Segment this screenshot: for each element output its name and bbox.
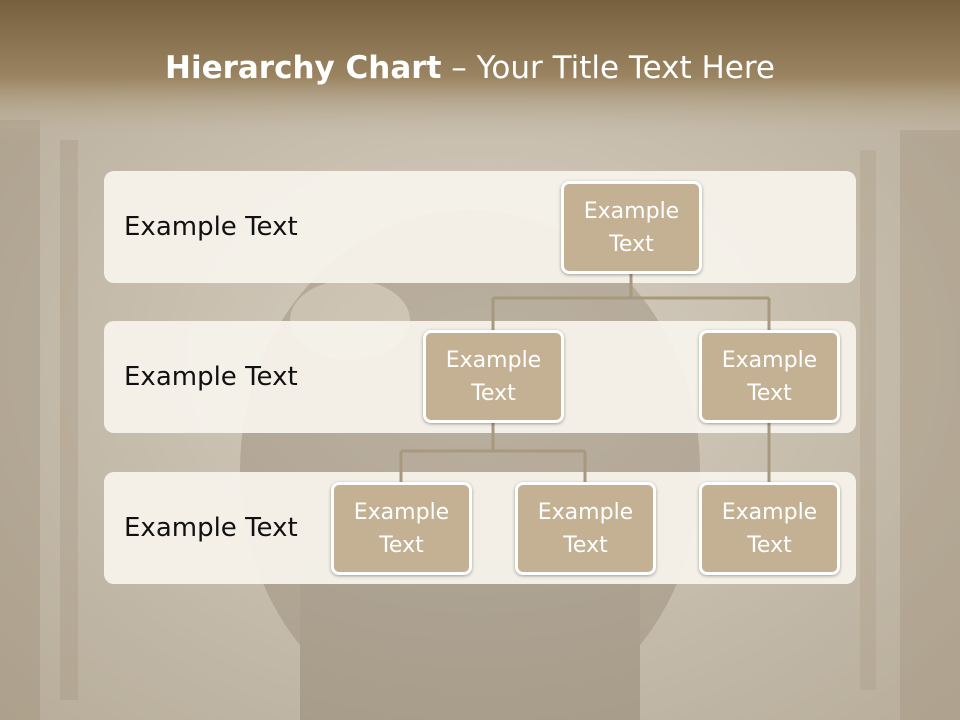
node-root: Example Text xyxy=(561,181,702,274)
title-rest: – Your Title Text Here xyxy=(441,50,775,86)
level-band-1: Example Text xyxy=(104,171,856,283)
node-level2-left: Example Text xyxy=(423,330,564,423)
node-level2-right-text: Example Text xyxy=(721,347,818,406)
node-level2-right: Example Text xyxy=(699,330,840,423)
band-label-2: Example Text xyxy=(124,362,298,392)
node-root-text: Example Text xyxy=(583,198,680,257)
node-level3-right: Example Text xyxy=(699,482,840,575)
node-level3-middle: Example Text xyxy=(515,482,656,575)
band-label-3: Example Text xyxy=(124,513,298,543)
node-level3-left: Example Text xyxy=(331,482,472,575)
title-bold: Hierarchy Chart xyxy=(165,50,442,86)
node-level2-left-text: Example Text xyxy=(445,347,542,406)
node-level3-middle-text: Example Text xyxy=(537,499,634,558)
band-label-1: Example Text xyxy=(124,212,298,242)
node-level3-left-text: Example Text xyxy=(353,499,450,558)
slide-title: Hierarchy Chart – Your Title Text Here xyxy=(0,50,940,86)
node-level3-right-text: Example Text xyxy=(721,499,818,558)
